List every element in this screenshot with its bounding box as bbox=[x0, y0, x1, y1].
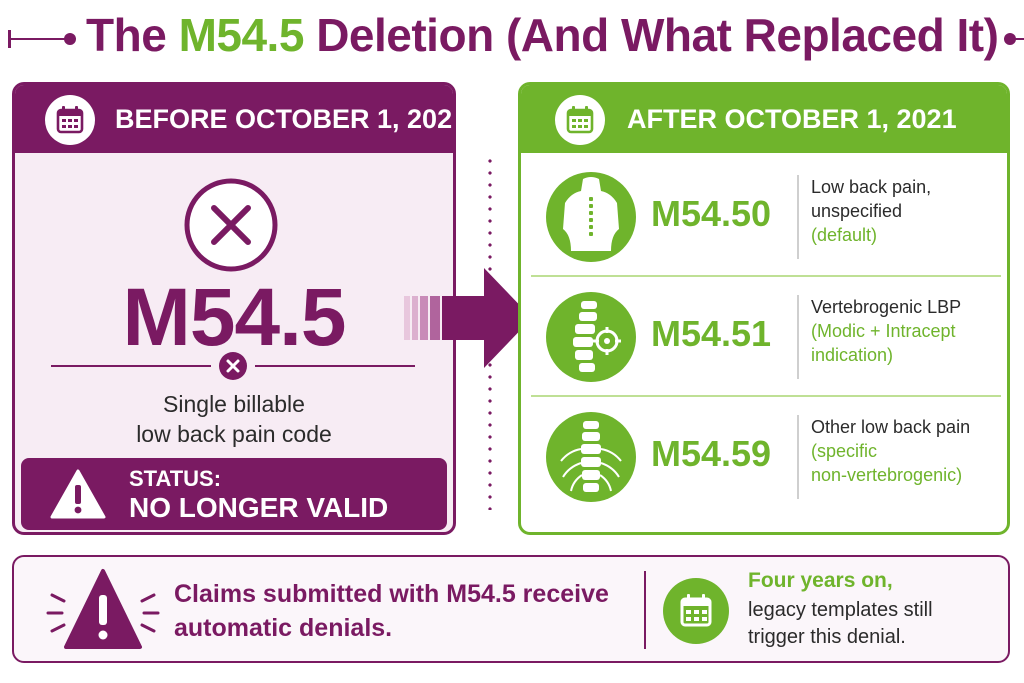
code-row-m5451: M54.51 Vertebrogenic LBP (Modic + Intrac… bbox=[521, 277, 1007, 397]
divider-right bbox=[255, 365, 415, 367]
calendar-icon bbox=[45, 95, 95, 145]
denial-warning-text: Claims submitted with M54.5 receive auto… bbox=[174, 580, 609, 642]
code-row-m5450: M54.50 Low back pain, unspecified (defau… bbox=[521, 157, 1007, 277]
status-box: STATUS: NO LONGER VALID bbox=[21, 458, 447, 530]
calendar-icon bbox=[663, 578, 729, 644]
bottom-divider bbox=[644, 571, 646, 649]
code-m5450: M54.50 bbox=[651, 193, 772, 234]
before-description: Single billable low back pain code bbox=[136, 391, 332, 447]
alert-warning-icon bbox=[46, 569, 160, 649]
code-m5459: M54.59 bbox=[651, 433, 772, 474]
row-separator bbox=[531, 395, 1001, 397]
four-years-heading: Four years on, bbox=[748, 569, 893, 592]
row-divider bbox=[797, 295, 799, 379]
spine-target-icon bbox=[546, 292, 636, 382]
four-years-text: legacy templates still trigger this deni… bbox=[748, 599, 933, 648]
title-left-dot bbox=[64, 33, 76, 45]
row-description: Low back pain, unspecified (default) bbox=[811, 177, 932, 245]
divider-left bbox=[51, 365, 211, 367]
spine-nerves-icon bbox=[546, 412, 636, 502]
after-header-label: AFTER OCTOBER 1, 2021 bbox=[627, 104, 957, 134]
calendar-icon bbox=[555, 95, 605, 145]
x-circle-icon bbox=[184, 178, 278, 272]
after-header: AFTER OCTOBER 1, 2021 bbox=[521, 85, 1007, 153]
after-panel: AFTER OCTOBER 1, 2021 M54.50 Low back pa… bbox=[518, 82, 1010, 535]
transition-arrow-icon bbox=[404, 268, 532, 368]
status-value: NO LONGER VALID bbox=[129, 492, 389, 523]
denial-warning-box: Claims submitted with M54.5 receive auto… bbox=[12, 555, 1010, 663]
before-header: BEFORE OCTOBER 1, 2021 bbox=[15, 85, 453, 153]
row-divider bbox=[797, 175, 799, 259]
page-title: The M54.5 Deletion (And What Replaced It… bbox=[86, 9, 999, 61]
title-right-line bbox=[1010, 38, 1024, 40]
title-code: M54.5 bbox=[178, 9, 305, 61]
title-bar: The M54.5 Deletion (And What Replaced It… bbox=[0, 6, 1024, 66]
small-x-icon bbox=[219, 352, 247, 380]
row-divider bbox=[797, 415, 799, 499]
lower-back-icon bbox=[546, 172, 636, 262]
before-panel: BEFORE OCTOBER 1, 2021 M54.5 Single bill… bbox=[12, 82, 456, 535]
row-description: Vertebrogenic LBP (Modic + Intracept ind… bbox=[811, 297, 962, 365]
row-description: Other low back pain (specific non-verteb… bbox=[811, 417, 971, 485]
warning-icon bbox=[50, 469, 106, 519]
code-m5451: M54.51 bbox=[651, 313, 772, 354]
deleted-code: M54.5 bbox=[122, 272, 347, 363]
code-row-m5459: M54.59 Other low back pain (specific non… bbox=[521, 397, 1007, 517]
status-label: STATUS: bbox=[129, 466, 222, 491]
row-separator bbox=[531, 275, 1001, 277]
title-left-line bbox=[8, 38, 70, 40]
before-header-label: BEFORE OCTOBER 1, 2021 bbox=[115, 104, 456, 134]
